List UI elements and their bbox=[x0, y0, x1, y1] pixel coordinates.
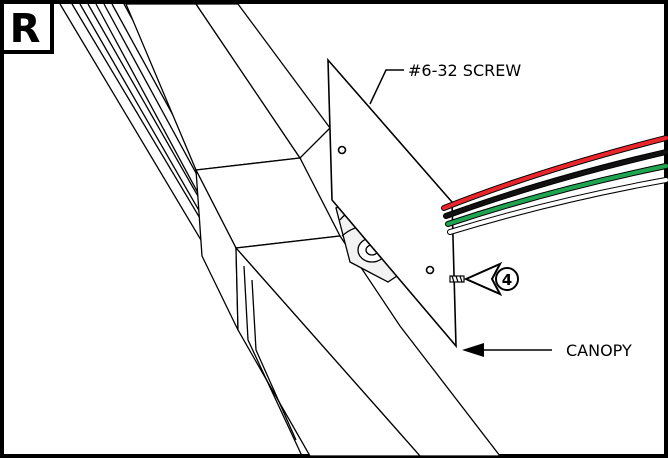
step-number: 4 bbox=[502, 271, 512, 289]
arrow-left-icon bbox=[462, 343, 484, 357]
mounting-hole-top bbox=[337, 145, 347, 155]
step-callout: 4 bbox=[463, 261, 519, 297]
panel-letter-box: R bbox=[0, 0, 54, 54]
canopy-leader bbox=[462, 343, 552, 357]
canopy-plate bbox=[327, 57, 457, 349]
step-arrow-icon bbox=[463, 261, 503, 297]
power-wires bbox=[441, 135, 668, 235]
canopy-label: CANOPY bbox=[566, 341, 632, 360]
lower-extrusion bbox=[234, 235, 502, 457]
step-circle bbox=[495, 267, 519, 291]
screw-icon bbox=[449, 275, 465, 283]
screw-leader bbox=[369, 69, 404, 105]
screw-label: #6-32 SCREW bbox=[408, 61, 521, 80]
panel-letter: R bbox=[10, 6, 41, 52]
mounting-hole-bottom bbox=[425, 265, 435, 275]
connector-sleeve bbox=[194, 157, 342, 331]
